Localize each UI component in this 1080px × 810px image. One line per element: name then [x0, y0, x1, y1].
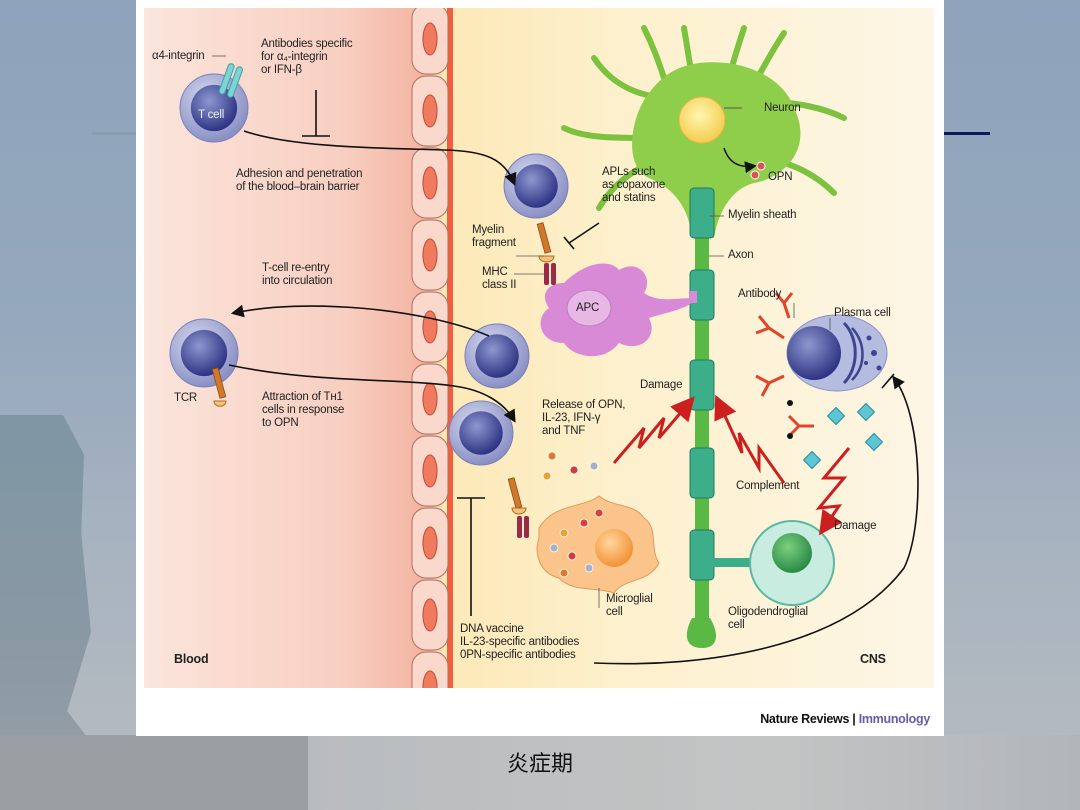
label-microglial: Microglial cell: [606, 593, 653, 618]
myelin-segment: [689, 529, 715, 581]
label-opn: OPN: [768, 171, 793, 183]
label-complement: Complement: [736, 480, 800, 492]
myelin-segment: [689, 447, 715, 499]
microglial-cell: [536, 495, 660, 594]
t-cell-nucleus: [514, 164, 558, 208]
cytokine-particle: [559, 528, 569, 538]
endothelial-nucleus: [422, 22, 438, 56]
oligodendroglial-cell: [749, 520, 835, 606]
credit-journal-prefix: Nature Reviews: [760, 712, 850, 726]
label-attraction: Attraction of Tн1 cells in response to O…: [262, 391, 345, 429]
label-t-cell: T cell: [198, 109, 225, 121]
slide-title-rule-left: [92, 132, 142, 135]
axon-myelin: [686, 187, 754, 648]
endothelial-nucleus: [422, 310, 438, 344]
t-cell-nucleus: [190, 84, 238, 132]
myelin-segment: [689, 359, 715, 411]
region-label-cns: CNS: [860, 652, 886, 666]
label-myelin-fragment: Myelin fragment: [472, 224, 516, 249]
cytokine-particle: [594, 508, 604, 518]
plasma-cell: [786, 314, 888, 392]
endothelial-nucleus: [422, 238, 438, 272]
slide-caption: 炎症期: [506, 752, 573, 777]
figure-frame: α4-integrin Antibodies specific for α₄-i…: [136, 0, 944, 736]
neuron-cell: [561, 25, 847, 238]
cytokine-particle: [567, 551, 577, 561]
label-myelin-sheath: Myelin sheath: [728, 209, 797, 221]
figure-credit: Nature Reviews | Immunology: [760, 712, 930, 726]
label-t-cell-reentry: T-cell re-entry into circulation: [262, 262, 333, 287]
label-mhc: MHC class II: [482, 266, 517, 291]
endothelial-nucleus: [422, 454, 438, 488]
background-lower-left: [0, 735, 308, 810]
endothelial-nucleus: [422, 94, 438, 128]
t-cell-nucleus: [459, 411, 503, 455]
label-damage-1: Damage: [640, 379, 683, 391]
label-plasma-cell: Plasma cell: [834, 307, 891, 319]
label-therapies: DNA vaccine IL-23-specific antibodies 0P…: [460, 623, 580, 661]
cytokine-particle: [589, 461, 599, 471]
credit-journal-name: Immunology: [858, 712, 931, 726]
endothelial-nucleus: [422, 598, 438, 632]
endothelial-wall: [411, 8, 453, 688]
diagram-panel: α4-integrin Antibodies specific for α₄-i…: [144, 8, 934, 688]
myelin-segment: [689, 187, 715, 239]
label-neuron: Neuron: [764, 102, 801, 114]
label-tcr: TCR: [174, 392, 198, 404]
label-adhesion: Adhesion and penetration of the blood–br…: [236, 168, 363, 193]
endothelial-nucleus: [422, 526, 438, 560]
endothelial-cell: [411, 651, 449, 688]
antibodies: [755, 292, 814, 438]
label-antibodies-alpha4: Antibodies specific for α₄-integrin or I…: [261, 38, 353, 76]
diagram-graphics: [169, 8, 919, 688]
integrin-receptor: [218, 63, 243, 98]
label-antibody: Antibody: [738, 288, 782, 300]
damage-bolts: [612, 394, 851, 536]
endothelial-nucleus: [422, 166, 438, 200]
endothelial-nucleus: [422, 382, 438, 416]
t-cell-nucleus: [475, 334, 519, 378]
endothelial-nucleus: [422, 670, 438, 688]
complement-proteins: [802, 402, 884, 470]
cytokine-particle: [549, 543, 559, 553]
label-apc: APC: [576, 302, 600, 314]
t-cell-nucleus: [180, 329, 228, 377]
region-label-blood: Blood: [174, 652, 209, 666]
slide-title-rule-right: [940, 132, 990, 135]
label-axon: Axon: [728, 249, 754, 261]
cytokine-particle: [579, 518, 589, 528]
cytokine-particle: [559, 568, 569, 578]
credit-separator: |: [852, 712, 856, 726]
cytokine-particle: [547, 451, 557, 461]
cytokine-particle: [542, 471, 552, 481]
label-alpha4-integrin: α4-integrin: [152, 50, 205, 62]
label-damage-2: Damage: [834, 520, 877, 532]
cytokine-particle: [569, 465, 579, 475]
label-apls: APLs such as copaxone and statins: [602, 166, 666, 204]
background-lower-band: [308, 735, 1080, 810]
label-oligodendroglial: Oligodendroglial cell: [728, 606, 808, 631]
cytokine-particle: [584, 563, 594, 573]
label-release: Release of OPN, IL-23, IFN-γ and TNF: [542, 399, 626, 437]
